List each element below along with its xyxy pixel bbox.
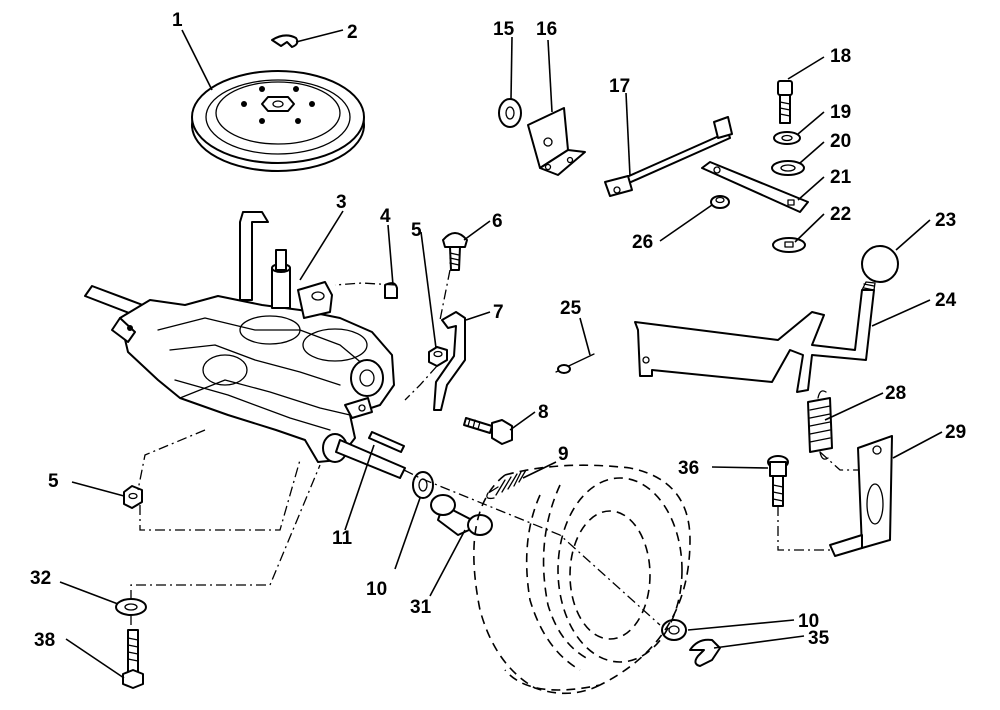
plate [701,161,809,213]
callout-11: 11 [332,528,353,549]
washer-32 [115,598,147,616]
callout-36: 36 [678,458,699,479]
cotter-pin [555,353,595,374]
bolt-18 [777,80,793,124]
control-rod [604,116,733,197]
pulley [191,70,365,172]
nut-upper [428,346,448,367]
callout-labels: 1 2 3 4 5 6 7 8 9 10 11 31 15 16 17 18 1… [30,10,966,651]
callout-20: 20 [830,131,851,152]
bushing [710,195,730,209]
bolt-38 [122,629,144,689]
callout-7: 7 [493,302,504,323]
leader-lines [59,29,943,679]
transaxle [84,211,406,479]
callout-16: 16 [536,19,557,40]
callout-23: 23 [935,210,956,231]
callout-24: 24 [935,290,957,311]
washer-22 [772,237,806,253]
callout-32: 32 [30,568,51,589]
lift-lever [634,281,876,393]
callout-5-upper: 5 [411,220,422,241]
spring [486,469,527,500]
callout-38: 38 [34,630,55,651]
callout-4: 4 [380,206,391,227]
callout-26: 26 [632,232,653,253]
callout-15: 15 [493,19,515,40]
alignment-lines [130,269,858,626]
callout-19: 19 [830,102,851,123]
callout-31: 31 [410,597,432,618]
callout-5-lower: 5 [48,471,59,492]
retaining-clip [689,638,721,667]
hex-bolt [463,417,513,445]
knob [861,245,899,283]
callout-28: 28 [885,383,906,404]
callout-25: 25 [560,298,582,319]
washer-15 [498,98,522,128]
callout-21: 21 [830,167,852,188]
e-clip [271,34,299,48]
square-key [368,431,405,453]
bracket [433,311,466,411]
callout-29: 29 [945,422,966,443]
washer-20 [771,160,805,176]
callout-9: 9 [558,444,569,465]
tire-phantom [473,464,691,695]
spacer [430,494,493,536]
nut-lower [123,485,143,509]
carriage-bolt [442,232,468,271]
lever-spring [807,390,833,460]
callout-6: 6 [492,211,503,232]
shoulder-screw [767,455,789,507]
callout-8: 8 [538,402,549,423]
callout-2: 2 [347,22,358,43]
callout-1: 1 [172,10,183,31]
washer-19 [773,131,801,145]
angle-bracket [527,107,586,176]
washer-left [412,471,434,499]
callout-10-left: 10 [366,579,387,600]
woodruff-key [384,282,398,299]
callout-17: 17 [609,76,630,97]
callout-22: 22 [830,204,851,225]
callout-35: 35 [808,628,830,649]
spring-bracket [829,435,893,557]
callout-18: 18 [830,46,851,67]
callout-3: 3 [336,192,347,213]
callout-10-right: 10 [798,611,819,632]
